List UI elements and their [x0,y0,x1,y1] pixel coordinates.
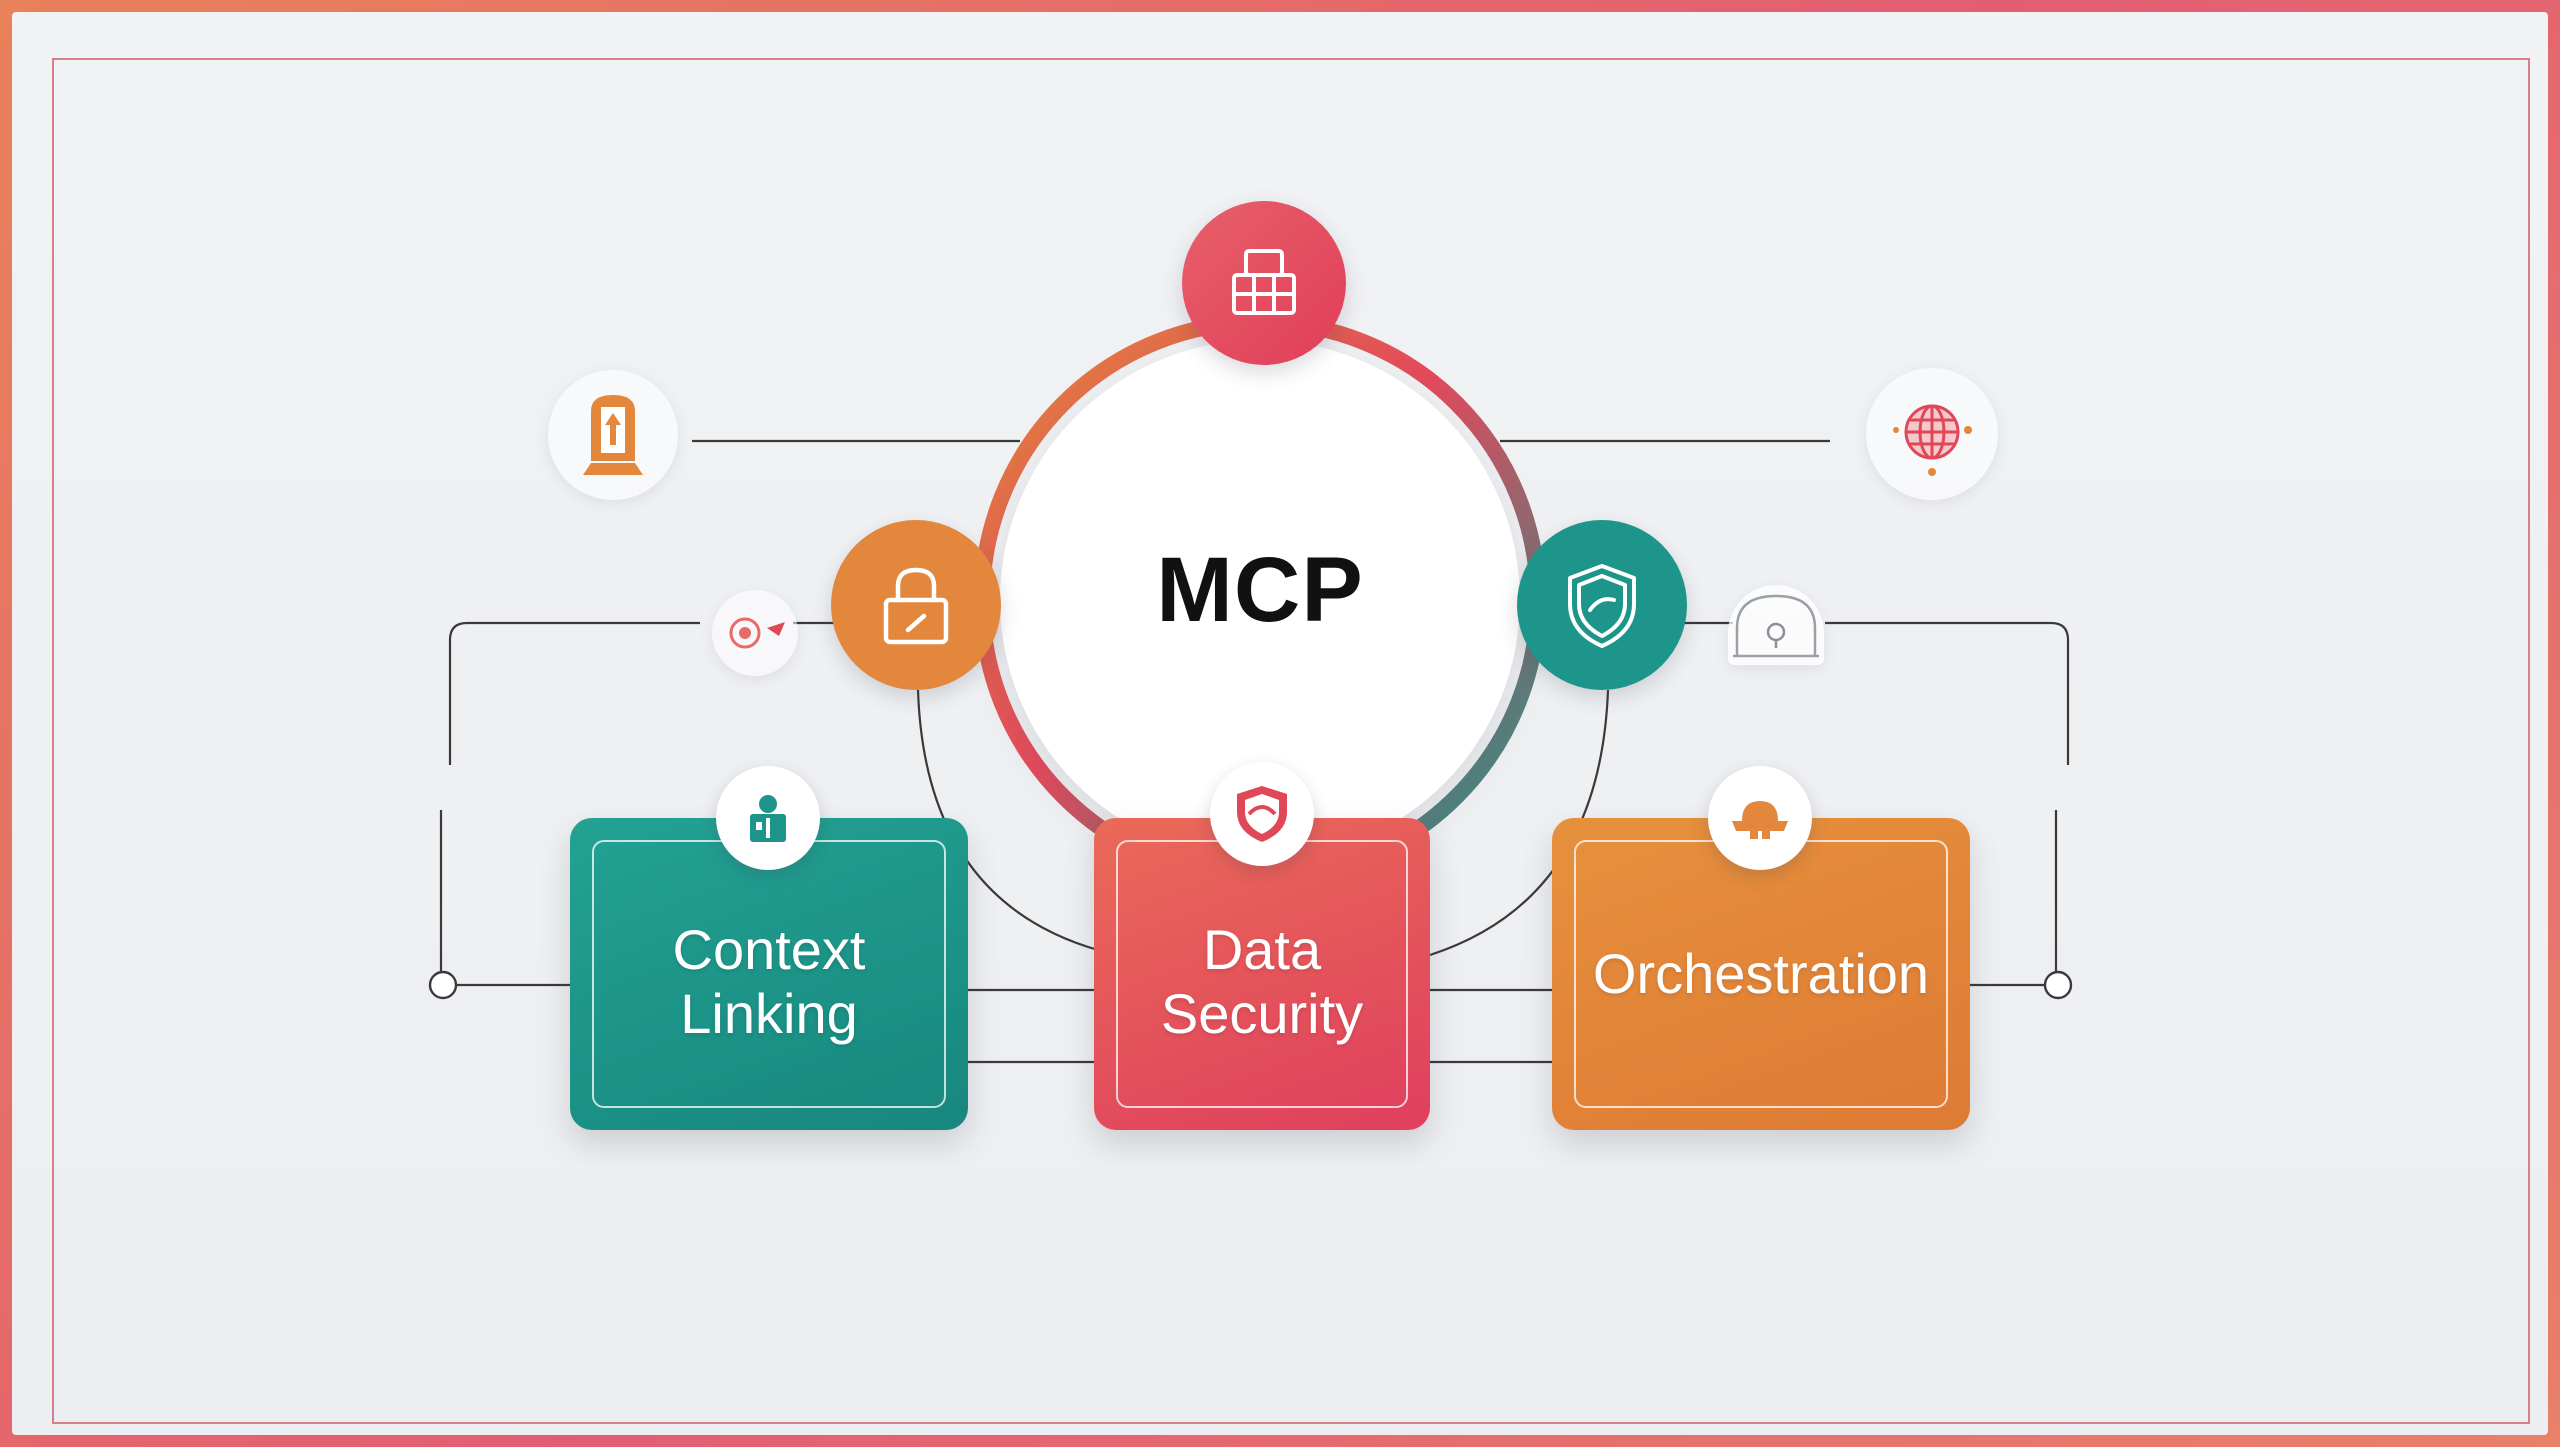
card-inner-border: Data Security [1116,840,1408,1108]
shield-icon [1237,786,1287,842]
target-icon [729,617,785,649]
card-badge [1708,766,1812,870]
grid-icon [1232,249,1296,315]
upload-icon [583,395,643,475]
hat-icon [1732,801,1788,839]
card-label: Context Linking [672,917,866,1045]
globe-ghost [1866,368,1998,500]
right-node [1517,520,1687,690]
hub-label: MCP [1156,538,1364,641]
card-inner-border: Orchestration [1574,840,1948,1108]
person-icon [750,795,786,842]
upload-ghost [548,370,678,500]
inner-border [52,58,2530,1424]
lock-icon [883,567,949,645]
dome-icon [1733,594,1819,658]
top-node [1182,201,1346,365]
card-inner-border: Context Linking [592,840,946,1108]
card-label: Orchestration [1592,941,1930,1005]
dome-ghost [1728,585,1824,665]
card-badge [1210,762,1314,866]
card-badge [716,766,820,870]
card-orchestration: Orchestration [1552,766,1970,1130]
target-ghost [712,590,798,676]
card-context-linking: Context Linking [570,766,968,1130]
card-data-security: Data Security [1094,762,1430,1130]
globe-icon [1893,404,1972,476]
shield-icon [1568,564,1636,648]
card-label: Data Security [1160,917,1364,1045]
left-node [831,520,1001,690]
